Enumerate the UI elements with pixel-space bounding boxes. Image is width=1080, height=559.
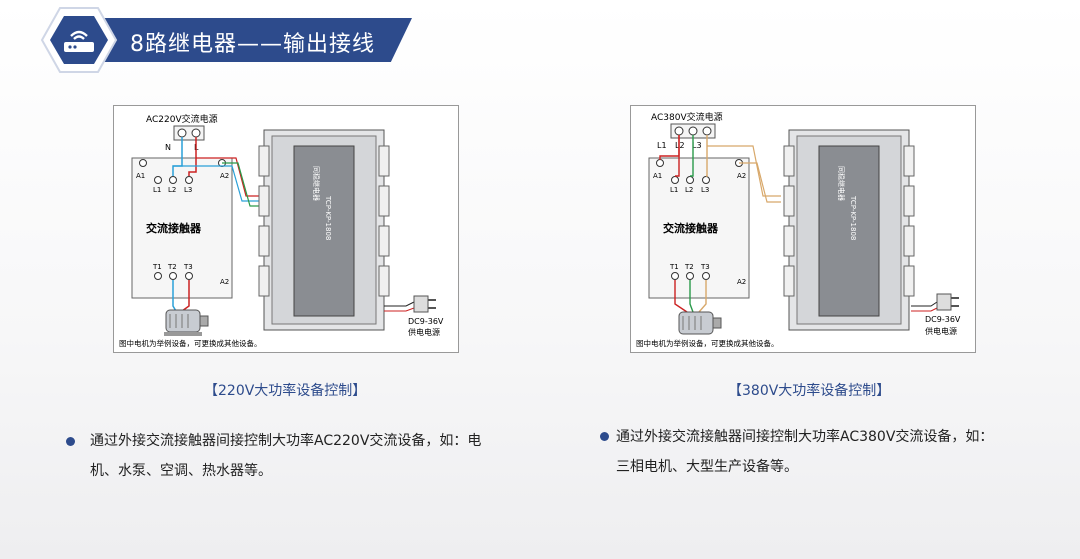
wiring-diagram-220v: AC220V交流电源 N L A1 A2 L1 L2 L3 交流接触器 T1 T…	[113, 105, 459, 353]
diagram-label: 同稳继电器	[312, 166, 321, 201]
diagram-label: A2	[737, 278, 746, 286]
diagram-label: T1	[152, 263, 162, 271]
diagram-label: TCP-KP-1808	[324, 195, 332, 240]
diagram-label: L1	[153, 186, 161, 194]
relay-module-icon: 同稳继电器 TCP-KP-1808	[783, 129, 915, 331]
page-title: 8路继电器——输出接线	[130, 32, 375, 57]
diagram-label: 图中电机为举例设备，可更换成其他设备。	[636, 338, 779, 348]
bullet-text-220v: 通过外接交流接触器间接控制大功率AC220V交流设备，如：电 机、水泵、空调、热…	[90, 433, 482, 479]
diagram-label: T2	[167, 263, 177, 271]
bullet-text-380v: 通过外接交流接触器间接控制大功率AC380V交流设备，如： 三相电机、大型生产设…	[616, 429, 994, 475]
diagram-label: T2	[684, 263, 694, 271]
n-label: N	[165, 143, 171, 152]
diagram-label: AC380V交流电源	[651, 111, 723, 123]
diagram-label: L3	[701, 186, 709, 194]
diagram-label: DC9-36V	[925, 315, 961, 324]
a2-label: A2	[220, 172, 229, 180]
diagram-label: L3	[692, 141, 702, 150]
bullet-dot	[600, 432, 609, 441]
a1-label: A1	[136, 172, 145, 180]
router-badge-icon	[40, 7, 118, 73]
diagram-label: A1	[653, 172, 662, 180]
dc-label: DC9-36V	[408, 317, 444, 326]
diagram-label: A2	[737, 172, 746, 180]
wiring-diagram-380v: AC380V交流电源 L1 L2 L3 A1 A2 L1 L2 L3 交流接触器…	[630, 105, 976, 353]
motor-icon	[164, 309, 209, 336]
diagram-label: L3	[184, 186, 192, 194]
dc-sub: 供电电源	[408, 327, 440, 337]
caption-220v: 【220V大功率设备控制】	[204, 383, 367, 399]
diagram-label: L2	[675, 141, 685, 150]
motor-icon	[678, 311, 722, 335]
diagram-label: 同稳继电器	[837, 166, 846, 201]
diagram-note: 图中电机为举例设备，可更换成其他设备。	[119, 338, 262, 348]
diagram-label: 供电电源	[925, 326, 957, 336]
diagram-label: L1	[657, 141, 667, 150]
diagram-label: L2	[685, 186, 693, 194]
caption-380v: 【380V大功率设备控制】	[728, 383, 891, 399]
diagram-label: 交流接触器	[663, 221, 719, 235]
diagram-label: L2	[168, 186, 176, 194]
diagram-label: A2	[220, 278, 229, 286]
diagram-label: TCP-KP-1808	[849, 195, 857, 240]
power-label: AC220V交流电源	[146, 113, 218, 125]
diagram-label: T1	[669, 263, 679, 271]
diagram-label: T3	[700, 263, 710, 271]
title-bar	[60, 18, 412, 62]
bullet-dot	[66, 437, 75, 446]
relay-module-icon: 同稳继电器 TCP-KP-1808	[258, 129, 390, 331]
diagram-label: L1	[670, 186, 678, 194]
diagram-label: T3	[183, 263, 193, 271]
contactor-label: 交流接触器	[146, 221, 202, 235]
